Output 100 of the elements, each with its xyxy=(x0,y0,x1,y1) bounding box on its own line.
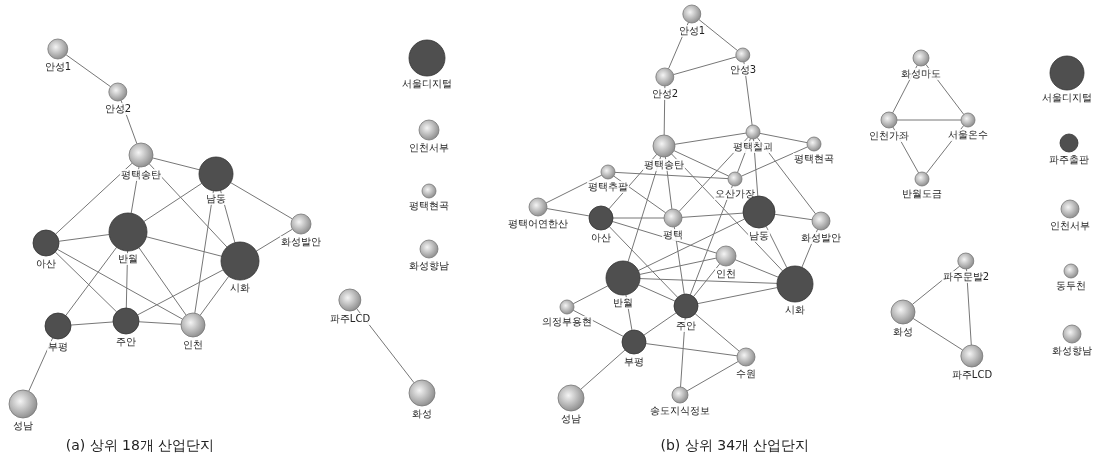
connector-line xyxy=(740,146,809,177)
connector-line xyxy=(612,221,717,254)
node-label: 평택칠괴 xyxy=(732,141,774,153)
node-label: 평택송탄 xyxy=(643,159,685,171)
connector-line xyxy=(580,349,626,390)
connector-line xyxy=(612,217,665,219)
node-label: 부평 xyxy=(47,341,69,353)
connector-line xyxy=(137,269,224,316)
connector-line xyxy=(56,248,183,320)
node-label: 의정부용현 xyxy=(541,316,593,328)
connector-line xyxy=(55,162,133,235)
connector-line xyxy=(572,285,609,305)
connector-line xyxy=(58,234,110,242)
connector-line xyxy=(152,157,200,171)
connector-line xyxy=(674,132,747,145)
connector-line xyxy=(572,309,624,337)
node-label: 화성향남 xyxy=(1051,345,1093,357)
connector-line xyxy=(627,156,662,263)
connector-line xyxy=(148,163,228,248)
node-label: 파주LCD xyxy=(328,313,372,325)
connector-line xyxy=(194,190,214,314)
node-label: 화성 xyxy=(892,326,914,338)
node-label: 남동 xyxy=(205,193,227,205)
node-label: 파주문발2 xyxy=(941,271,991,283)
connector-line xyxy=(220,189,236,244)
connector-line xyxy=(608,226,679,298)
node-label: 주안 xyxy=(675,320,697,332)
panel-caption: (b) 상위 34개 산업단지 xyxy=(660,437,810,455)
connector-line xyxy=(693,263,721,298)
node-label: 파주출판 xyxy=(1048,154,1090,166)
connector-line xyxy=(759,132,808,144)
node-label: 인천가좌 xyxy=(868,130,910,142)
connector-line xyxy=(671,153,784,272)
connector-line xyxy=(613,175,667,214)
connector-line xyxy=(643,312,677,336)
node-label: 평택현곡 xyxy=(793,153,835,165)
node-label: 성남 xyxy=(12,420,34,432)
connector-line xyxy=(686,361,739,392)
node-label: 송도지식정보 xyxy=(649,405,711,417)
node-label: 반월도금 xyxy=(901,188,943,200)
connector-line xyxy=(694,313,740,352)
node-label: 아산 xyxy=(590,232,612,244)
connector-line xyxy=(697,287,778,305)
node-label: 화성발안 xyxy=(800,232,842,244)
node-label: 시화 xyxy=(784,304,806,316)
node-label: 평택송탄 xyxy=(120,169,162,181)
connector-line xyxy=(614,171,729,180)
node-label: 반월 xyxy=(117,253,139,265)
connector-line xyxy=(638,284,676,302)
connector-line xyxy=(689,185,733,296)
connector-line xyxy=(54,251,118,313)
connector-line xyxy=(896,119,962,121)
connector-line xyxy=(756,137,817,215)
node-label: 서울온수 xyxy=(947,129,989,141)
connector-line xyxy=(765,225,788,269)
connector-line xyxy=(912,317,964,351)
connector-line xyxy=(774,213,813,221)
node-label: 반월 xyxy=(612,297,634,309)
connector-line xyxy=(645,343,738,357)
connector-line xyxy=(230,182,293,220)
node-label: 수원 xyxy=(735,368,757,380)
node-label: 안성2 xyxy=(103,103,133,115)
node-label: 동두천 xyxy=(1055,280,1087,292)
connector-line xyxy=(28,337,54,392)
connector-line xyxy=(639,257,717,275)
connector-line xyxy=(673,56,737,76)
connector-line xyxy=(545,174,603,204)
node-label: 오산가장 xyxy=(714,188,756,200)
connector-line xyxy=(681,212,744,218)
node-label: 파주LCD xyxy=(950,369,994,381)
connector-line xyxy=(138,321,182,325)
node-label: 인천서부 xyxy=(1049,220,1091,232)
node-label: 아산 xyxy=(35,258,57,270)
connector-line xyxy=(698,19,739,52)
connector-line xyxy=(199,275,230,316)
node-label: 주안 xyxy=(115,336,137,348)
node-label: 화성발안 xyxy=(280,236,322,248)
connector-line xyxy=(145,236,223,257)
node-label: 서울디지털 xyxy=(1041,92,1093,104)
node-label: 인천 xyxy=(182,339,204,351)
connector-line xyxy=(673,226,685,295)
node-label: 평택추팔 xyxy=(587,181,629,193)
connector-line xyxy=(65,246,118,317)
node-label: 남동 xyxy=(748,230,770,242)
node-label: 화성향남 xyxy=(408,260,450,272)
connector-line xyxy=(734,259,779,278)
node-label: 안성1 xyxy=(43,61,73,73)
node-label: 평택어연한산 xyxy=(507,218,569,230)
node-label: 성남 xyxy=(560,413,582,425)
node-label: 인천서부 xyxy=(408,142,450,154)
panel-caption: (a) 상위 18개 산업단지 xyxy=(65,437,215,455)
node-label: 서울디지털 xyxy=(401,78,453,90)
node-label: 시화 xyxy=(229,282,251,294)
connector-line xyxy=(125,250,129,309)
node-label: 안성2 xyxy=(650,88,680,100)
connector-line xyxy=(546,208,590,217)
node-label: 인천 xyxy=(715,268,737,280)
connector-line xyxy=(673,150,730,177)
connector-line xyxy=(143,182,203,223)
connector-line xyxy=(65,54,112,88)
